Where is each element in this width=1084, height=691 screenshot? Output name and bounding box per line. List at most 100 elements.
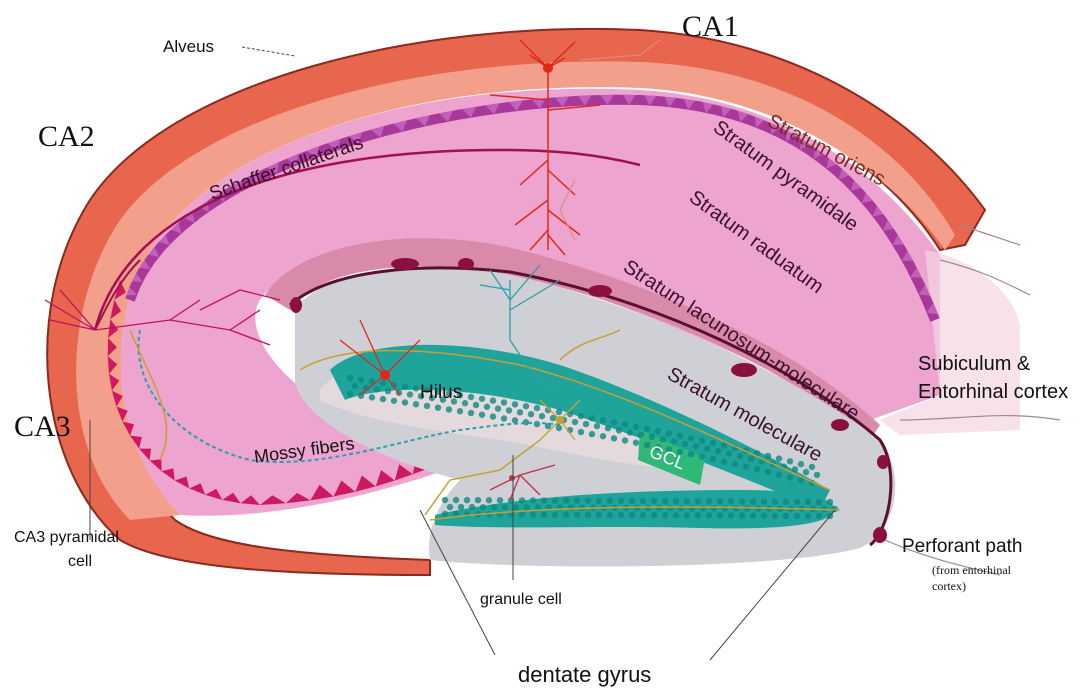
granule-dot [689, 505, 695, 511]
granule-dot [380, 396, 386, 402]
granule-dot [517, 409, 523, 415]
granule-dot [541, 511, 547, 517]
granule-dot [772, 513, 778, 519]
granule-dot [699, 437, 705, 443]
granule-dot [673, 498, 679, 504]
granule-dot [656, 505, 662, 511]
granule-dot [458, 504, 464, 510]
granule-dot [385, 388, 391, 394]
granule-dot [413, 401, 419, 407]
granule-dot [651, 498, 657, 504]
granule-dot [391, 398, 397, 404]
granule-dot [589, 431, 595, 437]
granule-dot [798, 461, 804, 467]
granule-dot [695, 512, 701, 518]
granule-dot [402, 383, 408, 389]
granule-dot [442, 511, 448, 517]
granule-dot [475, 497, 481, 503]
granule-dot [369, 394, 375, 400]
granule-dot [523, 403, 529, 409]
granule-dot [480, 504, 486, 510]
granule-dot [374, 386, 380, 392]
granule-dot [539, 413, 545, 419]
granule-dot [744, 505, 750, 511]
granule-dot [750, 512, 756, 518]
granule-dot [618, 512, 624, 518]
granule-dot [776, 471, 782, 477]
granule-dot [640, 512, 646, 518]
granule-dot [501, 399, 507, 405]
granule-dot [563, 511, 569, 517]
granule-dot [783, 499, 789, 505]
granule-dot [761, 498, 767, 504]
granule-dot [596, 498, 602, 504]
granule-dot [794, 499, 800, 505]
label-ca3-cell-1: CA3 pyramidal [14, 529, 119, 546]
granule-dot [490, 413, 496, 419]
granule-dot [814, 472, 820, 478]
granule-dot [453, 497, 459, 503]
granule-dot [552, 497, 558, 503]
granule-dot [352, 383, 358, 389]
granule-dot [616, 427, 622, 433]
granule-dot [611, 435, 617, 441]
granule-dot [589, 415, 595, 421]
granule-dot [530, 511, 536, 517]
granule-dot [688, 451, 694, 457]
granule-dot [792, 466, 798, 472]
granule-dot [627, 429, 633, 435]
granule-dot [578, 413, 584, 419]
granule-dot [572, 419, 578, 425]
granule-dot [502, 504, 508, 510]
granule-dot [468, 394, 474, 400]
granule-dot [490, 397, 496, 403]
granule-dot [552, 511, 558, 517]
granule-dot [695, 498, 701, 504]
granule-dot [578, 429, 584, 435]
granule-dot [671, 438, 677, 444]
granule-dot [673, 512, 679, 518]
granule-dot [457, 408, 463, 414]
label-subiculum-2: Entorhinal cortex [918, 381, 1068, 403]
granule-dot [534, 421, 540, 427]
granule-dot [622, 421, 628, 427]
granule-dot [699, 453, 705, 459]
granule-dot [805, 499, 811, 505]
label-ca2: CA2 [38, 120, 95, 153]
granule-dot [413, 385, 419, 391]
granule-dot [688, 435, 694, 441]
granule-dot [684, 498, 690, 504]
granule-dot [754, 466, 760, 472]
granule-dot [739, 498, 745, 504]
granule-dot [600, 433, 606, 439]
granule-dot [633, 424, 639, 430]
granule-dot [491, 504, 497, 510]
label-hilus: Hilus [420, 382, 462, 403]
gcl-gold-soma [556, 416, 564, 424]
granule-dot [479, 412, 485, 418]
granule-dot [497, 497, 503, 503]
granule-dot [678, 505, 684, 511]
label-perforant-sub-2: cortex) [932, 579, 966, 593]
granule-dot [633, 440, 639, 446]
granule-dot [706, 512, 712, 518]
label-perforant-sub-1: (from entorhinal [932, 563, 1012, 577]
granule-dot [513, 504, 519, 510]
granule-dot [347, 375, 353, 381]
granule-dot [519, 511, 525, 517]
label-granule-cell: granule cell [480, 591, 562, 608]
granule-dot [644, 426, 650, 432]
granule-dot [638, 432, 644, 438]
granule-dot [651, 512, 657, 518]
granule-dot [660, 436, 666, 442]
granule-dot [728, 498, 734, 504]
granule-dot [783, 513, 789, 519]
granule-dot [710, 456, 716, 462]
granule-dot [611, 419, 617, 425]
granule-dot [622, 437, 628, 443]
granule-dot [684, 512, 690, 518]
label-perforant: Perforant path [902, 536, 1022, 557]
granule-dot [462, 400, 468, 406]
granule-dot [464, 497, 470, 503]
granule-dot [711, 505, 717, 511]
